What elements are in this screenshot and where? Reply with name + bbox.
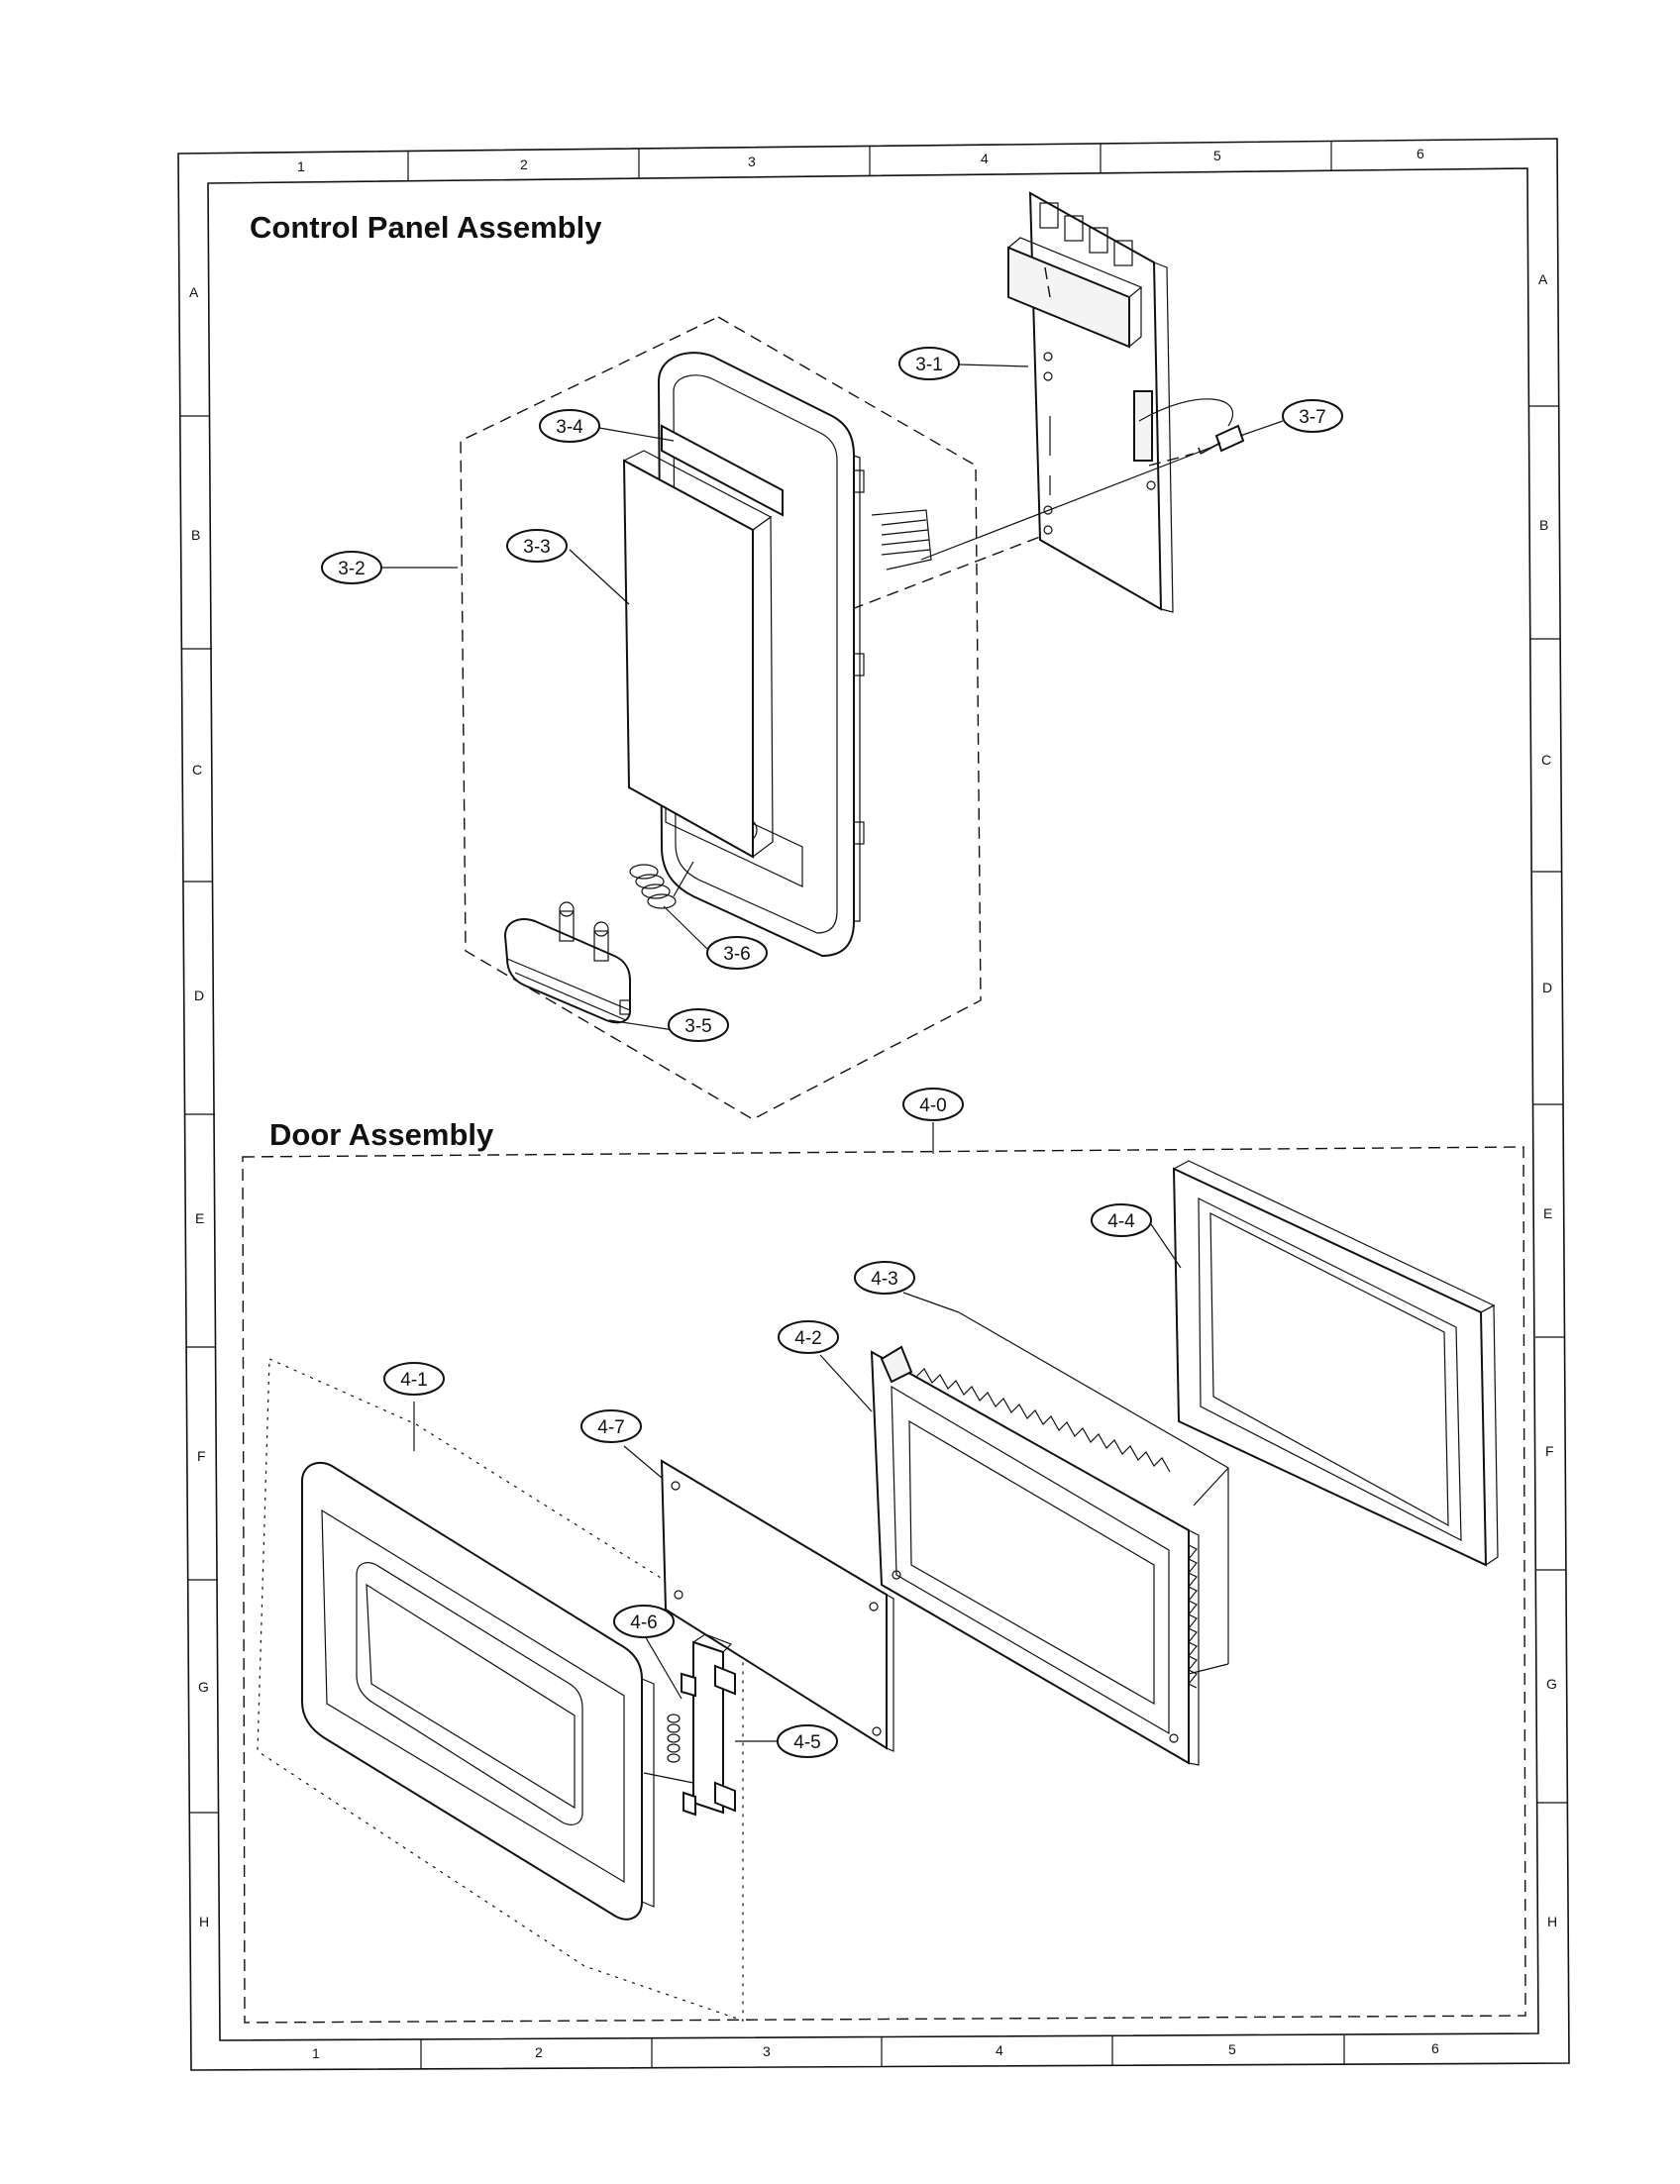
callout-4-3: 4-3 xyxy=(854,1261,915,1295)
window-film-part xyxy=(661,424,784,517)
door-assembly-title: Door Assembly xyxy=(269,1117,494,1152)
door-release-button-part xyxy=(503,901,631,1024)
grid-row-label: C xyxy=(192,762,202,778)
pcb-board-part xyxy=(1007,191,1174,613)
grid-row-label: H xyxy=(199,1914,209,1929)
door-leader-lines xyxy=(413,1122,1182,1784)
callout-4-1-label: 4-1 xyxy=(400,1370,427,1391)
callout-3-2: 3-2 xyxy=(321,551,382,584)
callout-3-3-label: 3-3 xyxy=(523,537,550,558)
callout-4-2-label: 4-2 xyxy=(794,1328,821,1349)
grid-col-label: 5 xyxy=(1228,2041,1236,2057)
callout-4-2: 4-2 xyxy=(778,1320,839,1354)
grid-row-label: B xyxy=(1539,517,1548,533)
grid-col-label: 3 xyxy=(748,154,756,169)
grid-row-label: H xyxy=(1547,1914,1557,1929)
door-frame-part xyxy=(301,1461,655,1921)
grid-col-label: 2 xyxy=(535,2044,543,2060)
grid-col-label: 1 xyxy=(297,158,305,174)
callout-3-2-label: 3-2 xyxy=(338,559,365,579)
callout-4-4-label: 4-4 xyxy=(1107,1211,1135,1232)
grid-col-label: 6 xyxy=(1431,2040,1439,2056)
alignment-line xyxy=(1148,453,1195,467)
grid-row-label: F xyxy=(1545,1443,1554,1459)
callout-4-6-label: 4-6 xyxy=(630,1612,657,1633)
grid-row-label: G xyxy=(198,1679,209,1695)
grid-column-labels-top: 1 2 3 4 5 6 xyxy=(297,146,1424,174)
grid-row-label: A xyxy=(189,284,199,300)
callout-4-1: 4-1 xyxy=(383,1362,445,1396)
callout-4-3-label: 4-3 xyxy=(871,1269,897,1290)
membrane-panel-part xyxy=(622,450,774,859)
callout-4-4: 4-4 xyxy=(1091,1203,1152,1237)
grid-row-label: B xyxy=(191,527,200,543)
door-latch-part xyxy=(681,1633,736,1817)
latch-spring-part xyxy=(667,1714,681,1763)
grid-col-label: 6 xyxy=(1417,146,1424,161)
grid-col-label: 5 xyxy=(1213,148,1221,163)
grid-row-label: A xyxy=(1538,271,1548,287)
callout-3-4-label: 3-4 xyxy=(556,417,583,438)
door-inner-frame-part xyxy=(870,1345,1200,1766)
grid-row-label: E xyxy=(1543,1205,1552,1221)
callout-4-5: 4-5 xyxy=(777,1724,838,1758)
callout-4-6: 4-6 xyxy=(613,1605,675,1638)
grid-row-label: D xyxy=(194,988,204,1003)
callout-3-5: 3-5 xyxy=(668,1008,729,1042)
callout-3-6-label: 3-6 xyxy=(723,944,750,965)
grid-col-label: 1 xyxy=(312,2045,320,2061)
callout-3-4: 3-4 xyxy=(539,409,600,443)
grid-row-labels-left: A B C D E F G H xyxy=(189,284,209,1929)
grid-column-labels-bottom: 1 2 3 4 5 6 xyxy=(312,2040,1439,2061)
door-outer-frame-part xyxy=(1172,1160,1499,1567)
alignment-line xyxy=(1044,266,1051,298)
callout-3-7: 3-7 xyxy=(1282,399,1343,433)
grid-row-label: E xyxy=(195,1210,204,1226)
spring-part xyxy=(629,861,694,909)
alignment-line xyxy=(920,443,1221,561)
callout-4-0: 4-0 xyxy=(902,1088,964,1121)
door-frame-bounding-outline xyxy=(257,1358,744,2022)
grid-row-labels-right: A B C D E F G H xyxy=(1538,271,1557,1929)
callout-4-7-label: 4-7 xyxy=(597,1417,624,1438)
control-panel-assembly-title: Control Panel Assembly xyxy=(250,210,602,245)
grid-row-label: C xyxy=(1541,752,1551,768)
callout-4-5-label: 4-5 xyxy=(793,1732,820,1753)
callout-3-7-label: 3-7 xyxy=(1299,407,1325,428)
grid-col-label: 3 xyxy=(763,2043,771,2059)
grid-col-label: 2 xyxy=(520,156,528,172)
control-panel-leader-lines xyxy=(381,364,1284,1031)
alignment-line xyxy=(851,534,1046,610)
callout-3-1-label: 3-1 xyxy=(915,355,942,375)
callout-3-6: 3-6 xyxy=(706,936,768,970)
grid-row-label: D xyxy=(1542,980,1552,995)
callout-4-0-label: 4-0 xyxy=(919,1095,946,1116)
door-assembly-outline xyxy=(242,1146,1526,2024)
grid-col-label: 4 xyxy=(996,2042,1003,2058)
sheet-border xyxy=(177,138,1570,2071)
callout-3-1: 3-1 xyxy=(898,347,960,380)
grid-row-label: G xyxy=(1546,1676,1557,1692)
callout-3-5-label: 3-5 xyxy=(684,1016,711,1037)
choke-cover-part xyxy=(660,1459,894,1752)
grid-row-label: F xyxy=(197,1448,206,1464)
callout-3-3: 3-3 xyxy=(506,529,568,563)
grid-col-label: 4 xyxy=(981,151,989,166)
callout-4-7: 4-7 xyxy=(580,1409,642,1443)
window-screen-indicator xyxy=(958,1311,1229,1675)
ribbon-cable xyxy=(871,398,1234,571)
